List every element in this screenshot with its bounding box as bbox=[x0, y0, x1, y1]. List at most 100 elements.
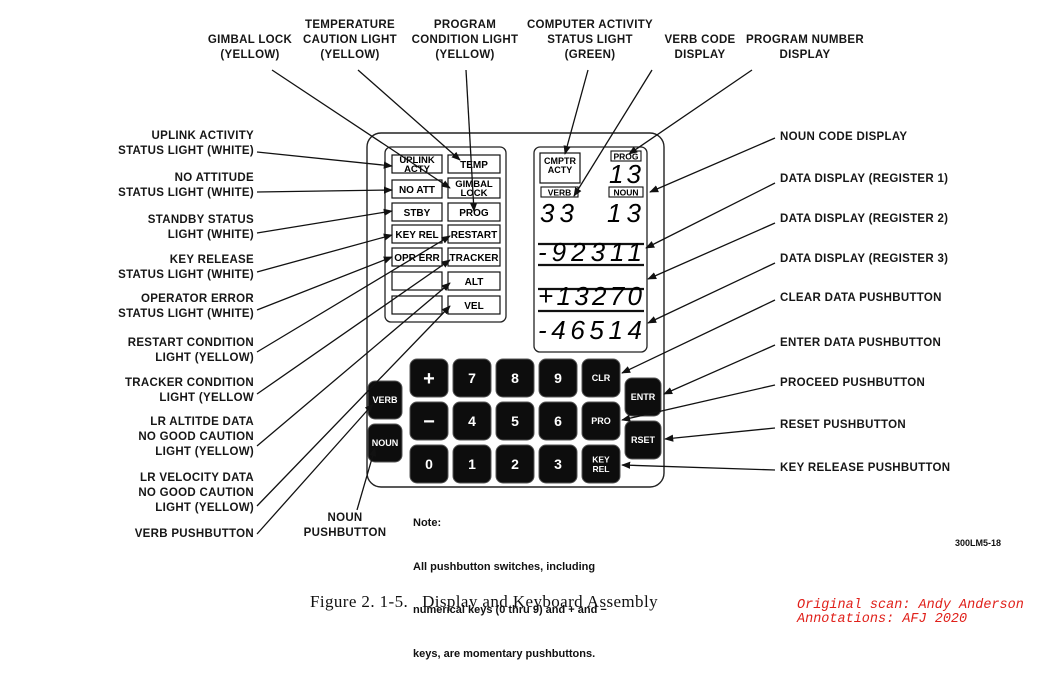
callout-restart: RESTART CONDITION LIGHT (YELLOW) bbox=[127, 337, 254, 364]
display-panel bbox=[533, 146, 648, 353]
callout-program-number: PROGRAM NUMBER DISPLAY bbox=[746, 34, 864, 61]
verb-label: VERB bbox=[540, 186, 579, 198]
callout-operator-error: OPERATOR ERROR STATUS LIGHT (WHITE) bbox=[118, 293, 254, 320]
callout-noun-pushbutton: NOUN PUSHBUTTON bbox=[303, 512, 387, 539]
key-rel-light: KEY REL bbox=[391, 224, 443, 244]
noun-label: NOUN bbox=[608, 186, 644, 198]
callout-register-3: DATA DISPLAY (REGISTER 3) bbox=[780, 253, 949, 265]
k8-key-label: 8 bbox=[511, 370, 519, 386]
vel-light: VEL bbox=[447, 295, 501, 315]
k4-key-label: 4 bbox=[468, 413, 476, 429]
svg-text:PROG: PROG bbox=[459, 208, 489, 219]
callout-noun-code: NOUN CODE DISPLAY bbox=[780, 131, 908, 143]
callout-temperature: TEMPERATURE CAUTION LIGHT (YELLOW) bbox=[303, 19, 397, 61]
callout-clear: CLEAR DATA PUSHBUTTON bbox=[780, 292, 942, 304]
dsky-housing bbox=[366, 132, 665, 488]
k7-key[interactable]: 7 bbox=[452, 358, 492, 398]
tracker-light: TRACKER bbox=[447, 247, 501, 267]
callout-proceed: PROCEED PUSHBUTTON bbox=[780, 377, 926, 389]
callout-register-1: DATA DISPLAY (REGISTER 1) bbox=[780, 173, 949, 185]
no-att-light: NO ATT bbox=[391, 179, 443, 199]
k9-key[interactable]: 9 bbox=[538, 358, 578, 398]
note: Note: All pushbutton switches, including… bbox=[413, 517, 607, 660]
svg-text:NO ATT: NO ATT bbox=[399, 185, 435, 196]
k3-key-label: 3 bbox=[554, 456, 562, 472]
callout-no-attitude: NO ATTITUDE STATUS LIGHT (WHITE) bbox=[118, 172, 254, 199]
clr-key[interactable]: CLR bbox=[581, 358, 621, 398]
svg-text:VEL: VEL bbox=[464, 301, 483, 312]
callout-uplink: UPLINK ACTIVITY STATUS LIGHT (WHITE) bbox=[118, 130, 254, 157]
credit-scan: Original scan: Andy Anderson bbox=[797, 598, 1024, 613]
callout-lr-altitude: LR ALTITDE DATA NO GOOD CAUTION LIGHT (Y… bbox=[138, 416, 254, 458]
k6-key[interactable]: 6 bbox=[538, 401, 578, 441]
k8-key[interactable]: 8 bbox=[495, 358, 535, 398]
callout-key-release-light: KEY RELEASE STATUS LIGHT (WHITE) bbox=[118, 254, 254, 281]
plus-key-label: + bbox=[423, 368, 435, 390]
k7-key-label: 7 bbox=[468, 370, 476, 386]
k6-key-label: 6 bbox=[554, 413, 562, 429]
minus-key-label: − bbox=[423, 411, 435, 433]
callout-gimbal-lock: GIMBAL LOCK (YELLOW) bbox=[207, 34, 293, 61]
k0-key[interactable]: 0 bbox=[409, 444, 449, 484]
k9-key-label: 9 bbox=[554, 370, 562, 386]
callout-verb-pushbutton: VERB PUSHBUTTON bbox=[134, 528, 254, 540]
pro-key-label: PRO bbox=[591, 416, 611, 426]
entr-key[interactable]: ENTR bbox=[624, 377, 662, 417]
prog-label: PROG bbox=[610, 150, 642, 162]
callout-program-condition: PROGRAM CONDITION LIGHT (YELLOW) bbox=[411, 19, 519, 61]
temp-light: TEMP bbox=[447, 154, 501, 174]
k1-key-label: 1 bbox=[468, 456, 476, 472]
noun-key[interactable]: NOUN bbox=[367, 423, 403, 463]
minus-key[interactable]: − bbox=[409, 401, 449, 441]
blank-light-1 bbox=[391, 271, 443, 291]
svg-text:STBY: STBY bbox=[404, 208, 431, 219]
credit-annotations: Annotations: AFJ 2020 bbox=[797, 612, 968, 627]
leader-lines bbox=[256, 69, 776, 535]
k1-key[interactable]: 1 bbox=[452, 444, 492, 484]
svg-text:KEY REL: KEY REL bbox=[395, 230, 438, 241]
svg-text:TEMP: TEMP bbox=[460, 160, 488, 171]
callout-enter: ENTER DATA PUSHBUTTON bbox=[780, 337, 942, 349]
callout-computer-activity: COMPUTER ACTIVITY STATUS LIGHT (GREEN) bbox=[526, 19, 654, 61]
k2-key-label: 2 bbox=[511, 456, 519, 472]
callout-register-2: DATA DISPLAY (REGISTER 2) bbox=[780, 213, 949, 225]
plus-key[interactable]: + bbox=[409, 358, 449, 398]
rset-key[interactable]: RSET bbox=[624, 420, 662, 460]
callout-reset: RESET PUSHBUTTON bbox=[780, 419, 906, 431]
k4-key[interactable]: 4 bbox=[452, 401, 492, 441]
figure-id: 300LM5-18 bbox=[955, 538, 1002, 548]
verb-key-label: VERB bbox=[372, 395, 398, 405]
svg-text:TRACKER: TRACKER bbox=[450, 253, 500, 264]
noun-key-label: NOUN bbox=[372, 438, 399, 448]
callout-tracker: TRACKER CONDITION LIGHT (YELLOW bbox=[124, 377, 254, 404]
callout-key-release-button: KEY RELEASE PUSHBUTTON bbox=[780, 462, 951, 474]
k0-key-label: 0 bbox=[425, 456, 433, 472]
callout-standby: STANDBY STATUS LIGHT (WHITE) bbox=[147, 214, 254, 241]
verb-key[interactable]: VERB bbox=[367, 380, 403, 420]
entr-key-label: ENTR bbox=[631, 392, 656, 402]
svg-text:NOUN: NOUN bbox=[613, 188, 638, 198]
stby-light: STBY bbox=[391, 202, 443, 222]
svg-text:RESTART: RESTART bbox=[451, 230, 497, 241]
k2-key[interactable]: 2 bbox=[495, 444, 535, 484]
k3-key[interactable]: 3 bbox=[538, 444, 578, 484]
clr-key-label: CLR bbox=[592, 373, 611, 383]
pro-key[interactable]: PRO bbox=[581, 401, 621, 441]
opr-err-light: OPR ERR bbox=[391, 247, 443, 267]
k5-key-label: 5 bbox=[511, 413, 519, 429]
rset-key-label: RSET bbox=[631, 435, 656, 445]
alt-light: ALT bbox=[447, 271, 501, 291]
svg-text:OPR ERR: OPR ERR bbox=[394, 253, 440, 264]
callout-verb-code: VERB CODE DISPLAY bbox=[664, 34, 736, 61]
restart-light: RESTART bbox=[447, 224, 501, 244]
svg-text:ALT: ALT bbox=[465, 277, 484, 288]
svg-text:VERB: VERB bbox=[548, 188, 572, 198]
k5-key[interactable]: 5 bbox=[495, 401, 535, 441]
